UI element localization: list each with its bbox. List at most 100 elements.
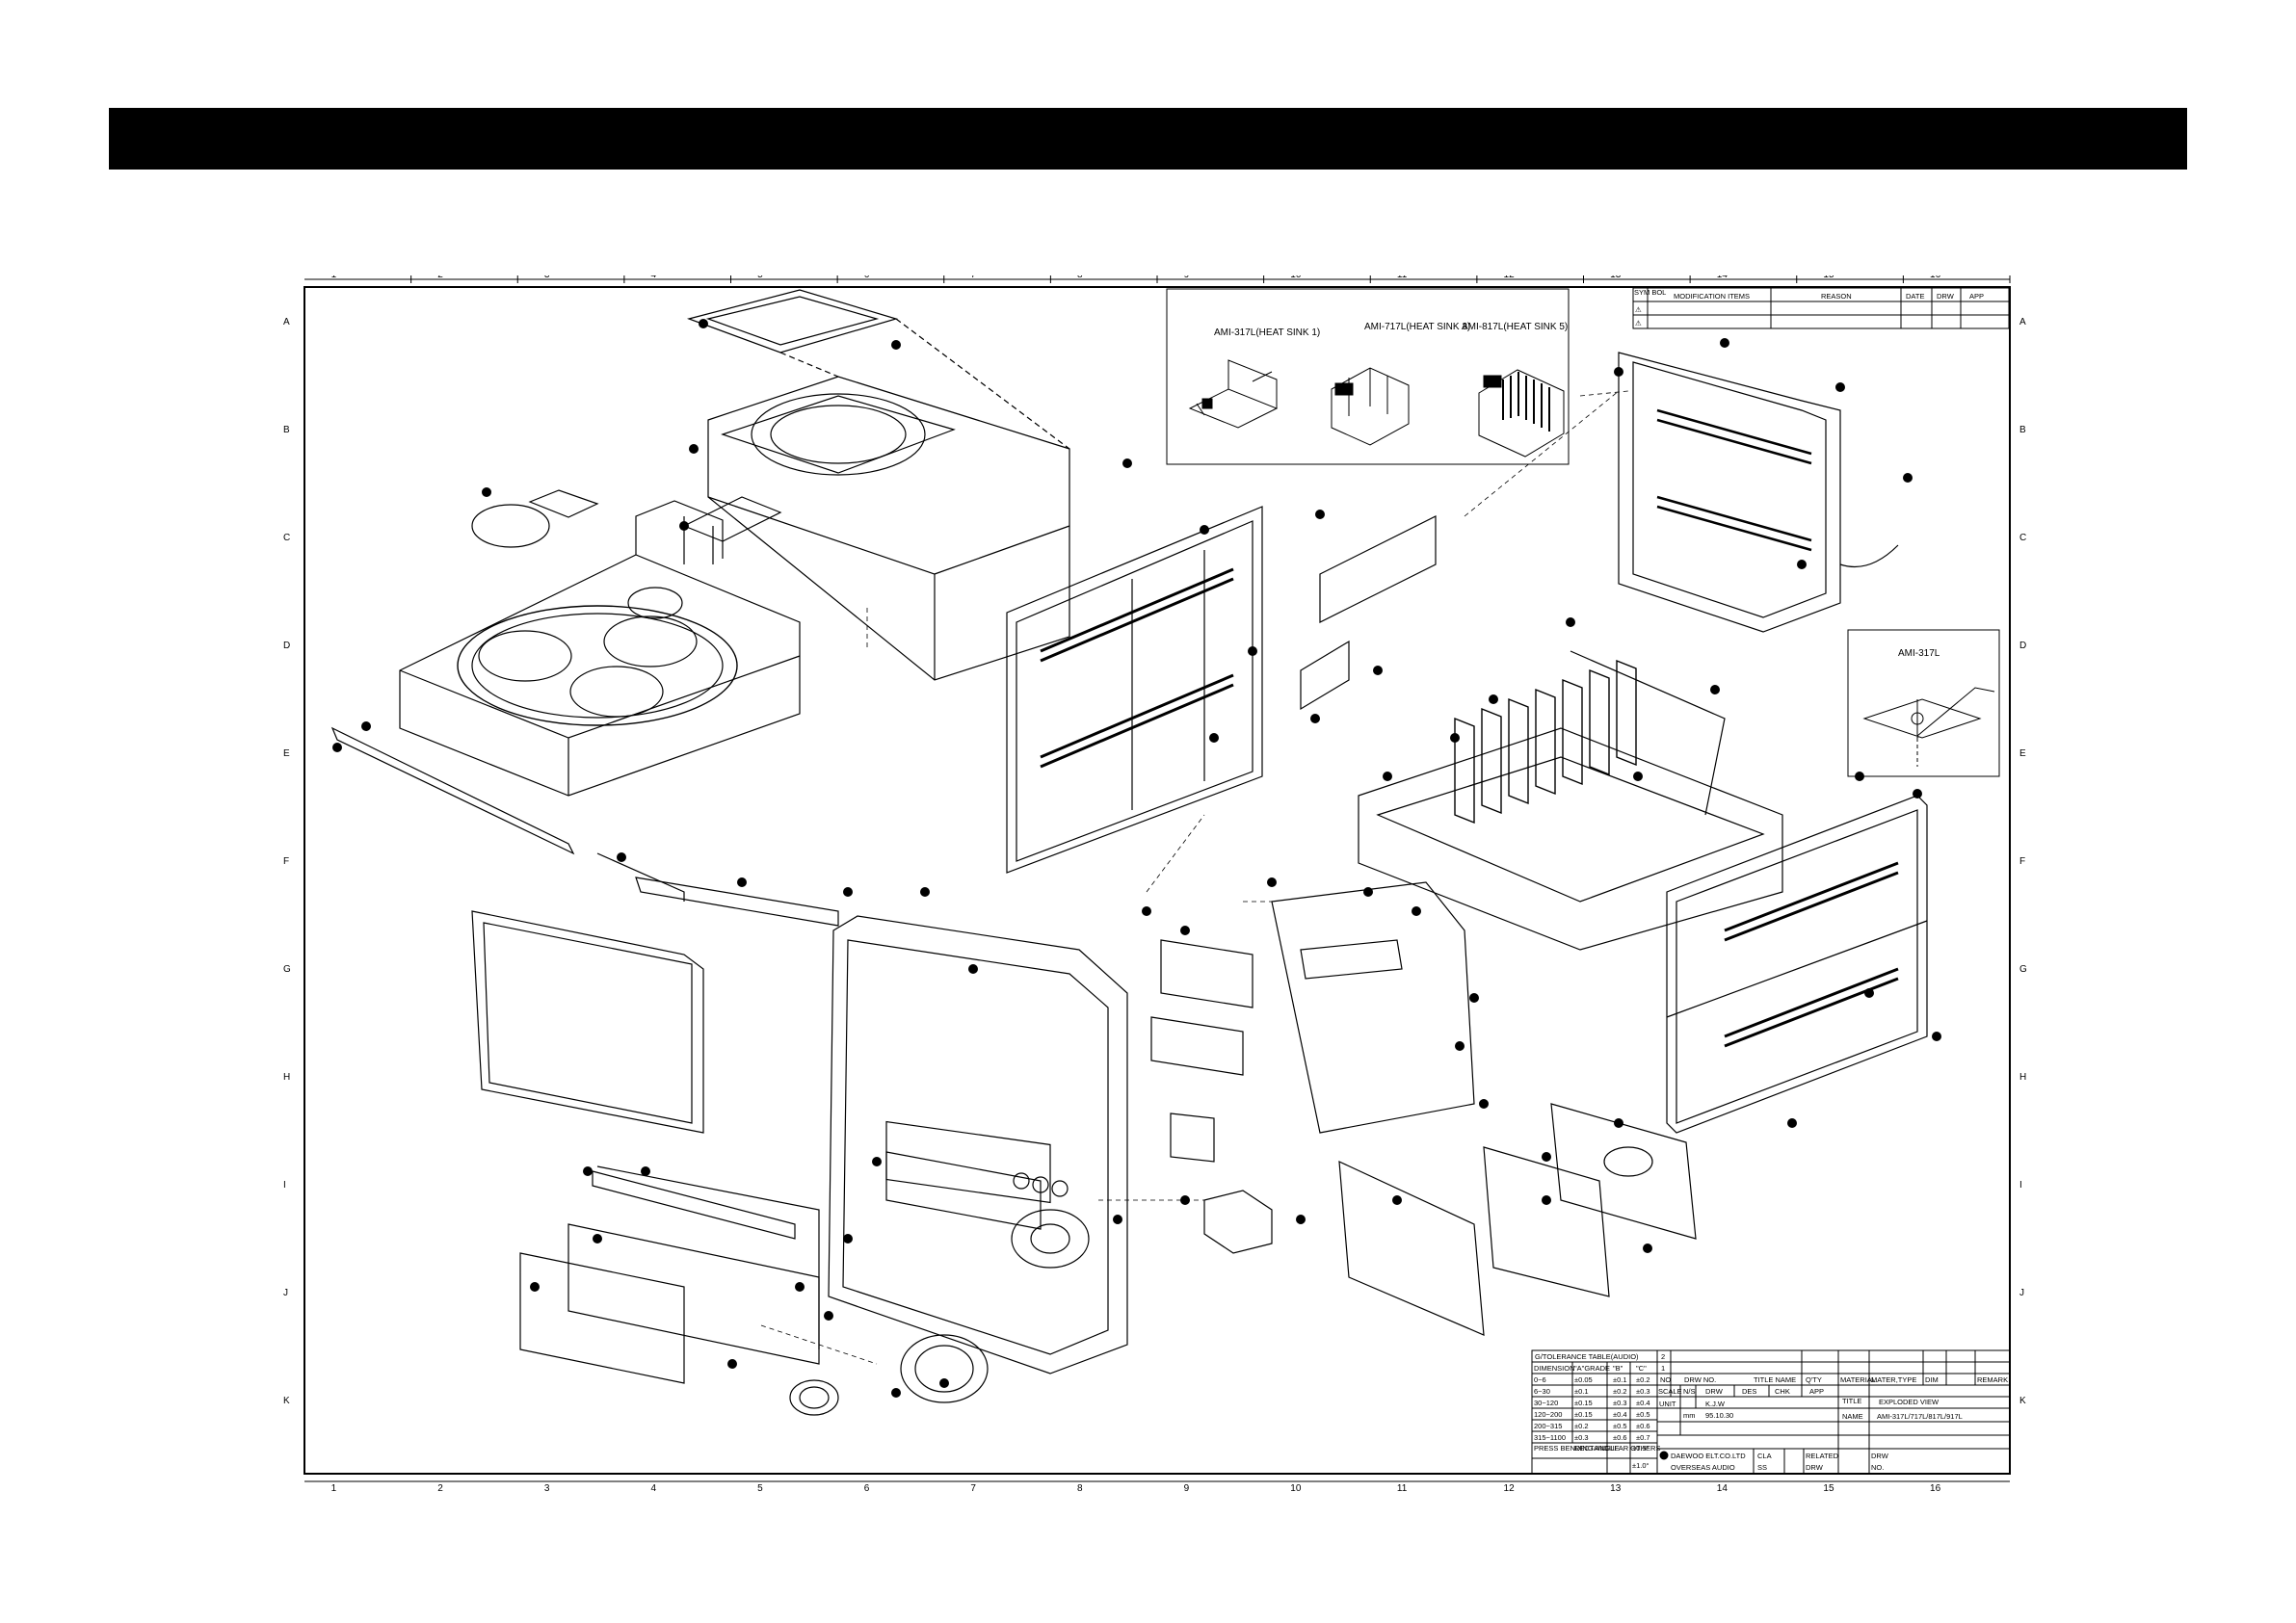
inset-label-1: AMI-317L(HEAT SINK 1) [1214, 327, 1320, 338]
tolerance-cell: ±0.6 [1613, 1433, 1627, 1442]
tolerance-cell: 120~200 [1534, 1410, 1562, 1419]
part-callout-marker [530, 1282, 540, 1292]
grid-col-label: 14 [1717, 1483, 1729, 1494]
grid-col-label: 15 [1823, 275, 1834, 280]
grid-col-label: 7 [970, 275, 976, 280]
name-value: AMI-317L/717L/817L/917L [1877, 1412, 1963, 1421]
part-callout-marker [1142, 906, 1151, 916]
tolerance-cell: 6~30 [1534, 1387, 1550, 1396]
rev-header-modification: MODIFICATION ITEMS [1674, 292, 1750, 301]
part-callout-marker [332, 743, 342, 752]
grid-col-label: 10 [1290, 1483, 1302, 1494]
part-callout-marker [1932, 1032, 1941, 1041]
grid-col-label: 8 [1077, 275, 1083, 280]
grid-row-label: E [283, 748, 290, 759]
part-callout-marker [1542, 1195, 1551, 1205]
tolerance-cell: ±0.5 [1613, 1422, 1627, 1430]
tolerance-title: G/TOLERANCE TABLE(AUDIO) [1535, 1352, 1639, 1361]
part-callout-marker [1787, 1118, 1797, 1128]
grid-col-label: 13 [1610, 275, 1622, 280]
no-label: NO [1660, 1375, 1671, 1384]
grid-row-label: J [2019, 1288, 2024, 1298]
grid-row-label: F [283, 856, 289, 867]
part-callout-marker [1614, 1118, 1623, 1128]
part-callout-marker [737, 877, 747, 887]
tol-header-c: "C" [1636, 1364, 1647, 1373]
part-callout-marker [1248, 646, 1257, 656]
part-callout-marker [679, 521, 689, 531]
part-callout-marker [1614, 367, 1623, 377]
grid-row-label: A [283, 317, 290, 327]
unit-value: mm [1683, 1411, 1696, 1420]
part-callout-marker [1267, 877, 1277, 887]
tolerance-cell: ±0.15 [1574, 1399, 1593, 1407]
title-name-label: TITLE NAME [1754, 1375, 1796, 1384]
part-boards [1150, 881, 1697, 1336]
part-callout-marker [641, 1166, 650, 1176]
tolerance-cell: ±0.1 [1613, 1375, 1627, 1384]
grid-col-label: 9 [1184, 275, 1190, 280]
rev-header-reason: REASON [1821, 292, 1852, 301]
assembly-guides [760, 390, 1629, 1365]
tolerance-cell: ±0.5 [1636, 1410, 1650, 1419]
grid-row-label: B [2019, 425, 2026, 435]
part-cd-changer [330, 489, 801, 902]
inset-label-3: AMI-817L(HEAT SINK 5) [1462, 322, 1568, 332]
remark-label: REMARK [1977, 1375, 2008, 1384]
tolerance-cell: ±0.2 [1636, 1375, 1650, 1384]
rev-header-drw: DRW [1937, 292, 1955, 301]
grid-row-label: E [2019, 748, 2026, 759]
part-callout-marker [1392, 1195, 1402, 1205]
name-label: NAME [1842, 1412, 1863, 1421]
part-callout-marker [824, 1311, 833, 1321]
heatsink-inset: AMI-317L(HEAT SINK 1) AMI-717L(HEAT SINK… [1166, 288, 1570, 465]
part-callout-marker [1479, 1099, 1489, 1109]
title-label: TITLE [1842, 1397, 1861, 1405]
power-cord-inset: AMI-317L [1847, 629, 2000, 777]
inset-label-2: AMI-717L(HEAT SINK 3) [1364, 322, 1470, 332]
mater-type-label: MATER,TYPE [1871, 1375, 1916, 1384]
grid-col-label: 4 [651, 275, 657, 280]
part-callout-marker [583, 1166, 593, 1176]
grid-col-label: 10 [1290, 275, 1302, 280]
part-callout-marker [939, 1378, 949, 1388]
part-callout-marker [891, 340, 901, 350]
grid-col-label: 15 [1823, 1483, 1834, 1494]
part-callout-marker [1113, 1215, 1122, 1224]
part-callout-marker [727, 1359, 737, 1369]
tol-header-b: "B" [1613, 1364, 1623, 1373]
revision-block [1632, 287, 2010, 329]
app-label: APP [1809, 1387, 1824, 1396]
tolerance-cell: 315~1100 [1534, 1433, 1566, 1442]
ss-label: SS [1757, 1463, 1767, 1472]
company-name: DAEWOO ELT.CO.LTD [1671, 1452, 1746, 1460]
part-callout-marker [1797, 560, 1807, 569]
tolerance-rows: 0~6±0.05±0.1±0.26~30±0.1±0.2±0.330~120±0… [1534, 1375, 1650, 1442]
part-callout-marker [1903, 473, 1913, 483]
title-block [1531, 1349, 2011, 1475]
part-callout-marker [689, 444, 699, 454]
scale-value: N/S [1683, 1387, 1696, 1396]
rev-sym-label: SYM BOL [1634, 288, 1666, 297]
part-callout-marker [1310, 714, 1320, 723]
grid-col-label: 11 [1397, 1483, 1408, 1494]
part-callout-marker [1633, 772, 1643, 781]
grid-row-label: D [283, 641, 290, 651]
grid-col-label: 5 [757, 1483, 763, 1494]
grid-row-label: D [2019, 641, 2026, 651]
grid-col-label: 1 [331, 1483, 337, 1494]
part-callout-marker [1373, 666, 1383, 675]
tolerance-cell: ±0.05 [1574, 1375, 1593, 1384]
part-callout-marker [1122, 458, 1132, 468]
part-callout-marker [1455, 1041, 1465, 1051]
part-front-panel [471, 877, 1128, 1416]
tolerance-cell: ±0.2 [1613, 1387, 1627, 1396]
grid-row-label: J [283, 1288, 288, 1298]
tolerance-cell: ±0.7 [1636, 1433, 1650, 1442]
part-callout-marker [1835, 382, 1845, 392]
grid-col-label: 12 [1504, 275, 1516, 280]
part-callout-marker [1363, 887, 1373, 897]
press-label: PRESS BENDING ANGLE [1534, 1444, 1620, 1453]
power-inset-label: AMI-317L [1898, 648, 1940, 659]
dim-label: DIM [1925, 1375, 1939, 1384]
